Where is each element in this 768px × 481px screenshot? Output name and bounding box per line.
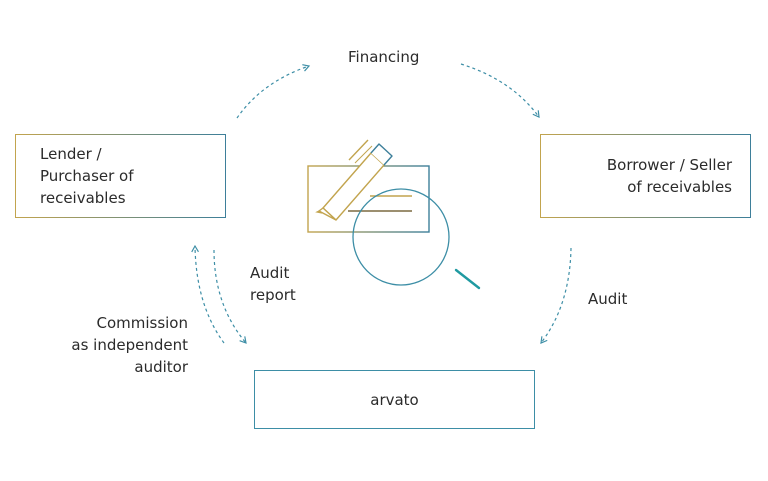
audit-label: Audit <box>588 290 628 308</box>
commission-arrow <box>191 244 225 344</box>
arvato-label: arvato <box>370 390 419 409</box>
financing-arrow-left <box>236 64 311 119</box>
borrower-box: Borrower / Seller of receivables <box>540 134 751 218</box>
commission-line-2: as independent <box>71 336 188 354</box>
arvato-box: arvato <box>254 370 535 429</box>
financing-arrow-right <box>460 63 540 118</box>
audit-report-arrow <box>213 249 247 344</box>
borrower-line-1: Borrower / Seller <box>606 156 732 174</box>
lender-line-1: Lender / <box>40 145 102 163</box>
lender-line-3: receivables <box>40 189 126 207</box>
audit-report-line-1: Audit <box>250 264 290 282</box>
audit-report-label: Audit report <box>250 262 296 306</box>
audit-arrow <box>540 247 572 344</box>
lender-box: Lender / Purchaser of receivables <box>15 134 226 218</box>
pencil-icon <box>315 139 393 221</box>
commission-line-1: Commission <box>96 314 188 332</box>
borrower-line-2: of receivables <box>627 178 732 196</box>
financing-label: Financing <box>348 48 420 66</box>
audit-report-line-2: report <box>250 286 296 304</box>
lender-line-2: Purchaser of <box>40 167 134 185</box>
magnifier-icon <box>352 188 481 290</box>
commission-line-3: auditor <box>134 358 188 376</box>
commission-label: Commission as independent auditor <box>53 312 188 378</box>
